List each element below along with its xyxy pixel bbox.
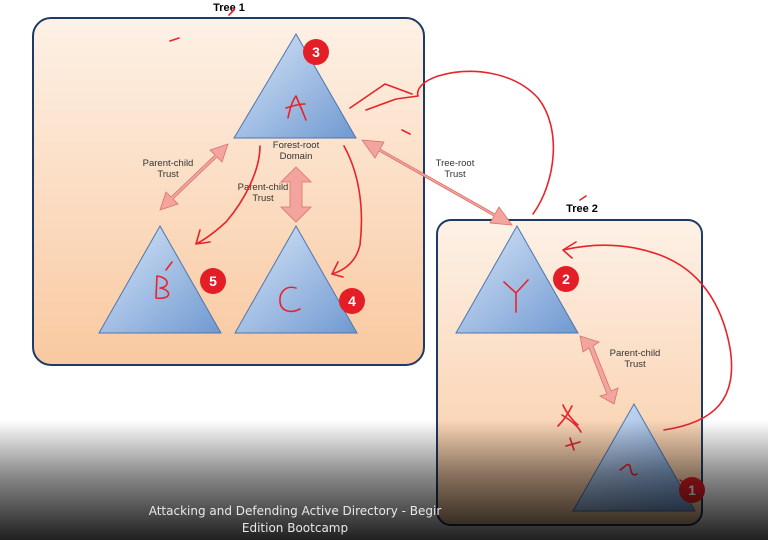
- badge-4: 4: [339, 288, 365, 314]
- ink-letter-y: [503, 279, 529, 313]
- domain-b-triangle: [98, 224, 222, 334]
- ink-dash-tree1: [169, 37, 180, 42]
- trust-arrow-y-z: [579, 335, 619, 405]
- trust-arrow-a-b: [159, 143, 229, 211]
- ink-arrow-y-to-a: [349, 70, 555, 215]
- ink-arrow-c-to-a: [331, 145, 363, 278]
- ink-letter-a: [285, 95, 307, 121]
- caption-shadow: [0, 420, 768, 540]
- caption-line-1: Attacking and Defending Active Directory…: [148, 504, 442, 518]
- domain-a-triangle: [233, 33, 357, 139]
- trust-arrow-a-c: [280, 166, 312, 223]
- ink-letter-c: [279, 286, 301, 313]
- ink-letter-b: [155, 261, 173, 300]
- domain-y-triangle: [455, 224, 579, 334]
- handwriting-layer: [155, 8, 733, 501]
- tree1-box: [32, 17, 425, 366]
- trust-arrow-a-y: [361, 139, 513, 226]
- ink-tick-tree2: [579, 195, 587, 201]
- ink-tick-tree1: [228, 8, 235, 16]
- domain-c-triangle: [234, 224, 358, 334]
- badge-5: 5: [200, 268, 226, 294]
- svg-text:4: 4: [348, 293, 356, 309]
- tree1-title: Tree 1: [213, 2, 245, 14]
- caption-line-2: Edition Bootcamp: [241, 521, 349, 535]
- tree2-title: Tree 2: [566, 203, 598, 215]
- svg-text:2: 2: [562, 271, 570, 287]
- svg-text:3: 3: [312, 44, 320, 60]
- ink-arrow-z-to-y: [562, 241, 733, 431]
- svg-text:5: 5: [209, 273, 217, 289]
- ink-arrow-b-to-a: [195, 145, 261, 245]
- badge-3: 3: [303, 39, 329, 65]
- badge-2: 2: [553, 266, 579, 292]
